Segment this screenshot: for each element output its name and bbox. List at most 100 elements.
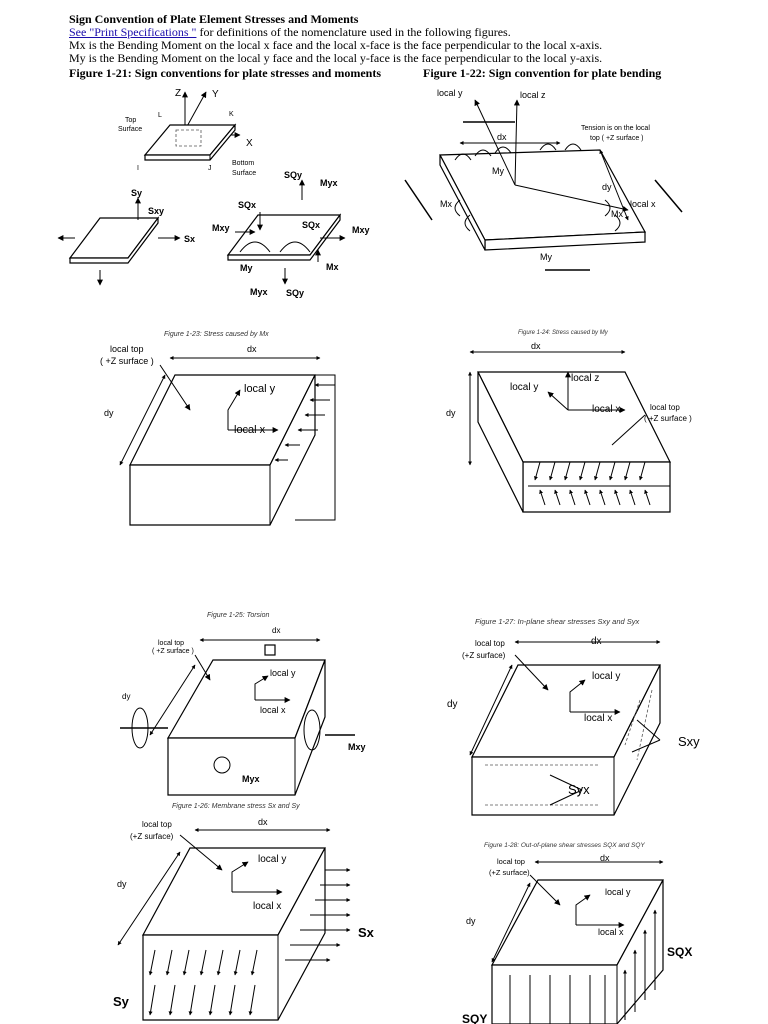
figure-22-title: Figure 1-22: Sign convention for plate b… [423, 66, 662, 80]
fig24-local-top-2: ( +Z surface ) [644, 414, 692, 423]
fig28-local-top-2: (+Z surface) [489, 868, 530, 877]
fig24-local-x-label: local x [592, 404, 620, 415]
fig28-sqx-arrows [623, 909, 657, 1020]
fig21-sqy-label: SQy [284, 170, 302, 180]
fig22-tension-1: Tension is on the local [581, 125, 650, 132]
fig27-local-y-label: local y [592, 671, 620, 682]
page-title: Sign Convention of Plate Element Stresse… [69, 12, 359, 26]
fig21-j-label: J [208, 165, 212, 172]
fig21-z-label: Z [175, 88, 181, 99]
fig23-local-top-2: ( +Z surface ) [100, 356, 154, 366]
fig23-local-y-label: local y [244, 383, 276, 395]
fig21-k-label: K [229, 111, 234, 118]
fig27-dx-label: dx [591, 636, 602, 647]
fig21-myx-label: Myx [320, 178, 338, 188]
fig26-sx-label: Sx [358, 925, 375, 940]
figure-27-diagram: Figure 1-27: In-plane shear stresses Sxy… [447, 617, 700, 816]
fig26-dx-label: dx [258, 817, 268, 827]
figure-27-caption: Figure 1-27: In-plane shear stresses Sxy… [475, 617, 639, 626]
fig25-local-top-2: ( +Z surface ) [152, 648, 194, 655]
figure-25-caption: Figure 1-25: Torsion [207, 612, 269, 619]
figure-21-title: Figure 1-21: Sign conventions for plate … [69, 66, 381, 80]
figure-26-caption: Figure 1-26: Membrane stress Sx and Sy [172, 803, 300, 810]
fig28-dy-label: dy [466, 916, 476, 926]
fig28-sqx-label: SQX [667, 945, 692, 959]
intro-line: See "Print Specifications " for definiti… [69, 26, 511, 39]
fig26-local-x-label: local x [253, 901, 281, 912]
fig26-local-top-1: local top [142, 820, 172, 829]
fig21-y-label: Y [212, 89, 219, 100]
fig21-bottom-label-2: Surface [232, 170, 256, 177]
fig21-my-label: My [240, 263, 253, 273]
my-definition: My is the Bending Moment on the local y … [69, 51, 603, 65]
fig25-mxy-label: Mxy [348, 742, 366, 752]
fig25-dx-label: dx [272, 626, 280, 635]
fig21-i-label: I [137, 165, 139, 172]
figure-23-caption: Figure 1-23: Stress caused by Mx [164, 331, 269, 338]
fig22-mx-right-label: Mx [611, 209, 623, 219]
fig23-dy-label: dy [104, 408, 114, 418]
fig21-mxy2-label: Mxy [352, 225, 370, 235]
print-specifications-link[interactable]: See "Print Specifications " [69, 25, 197, 39]
fig24-local-top-1: local top [650, 403, 680, 412]
fig28-local-y-label: local y [605, 887, 631, 897]
fig26-sy-arrows [148, 949, 258, 1016]
figure-21-diagram: Z Y X L K I J Top Surface Bottom Surface… [57, 88, 370, 298]
fig26-local-y-label: local y [258, 854, 286, 865]
fig21-mxy-label: Mxy [212, 223, 230, 233]
fig25-dy-label: dy [122, 692, 130, 701]
fig22-mx-left-label: Mx [440, 199, 452, 209]
fig27-local-top-1: local top [475, 639, 505, 648]
fig21-myx2-label: Myx [250, 287, 268, 297]
fig22-dx-label: dx [497, 132, 507, 142]
fig26-dy-label: dy [117, 879, 127, 889]
fig26-sx-arrows [285, 868, 351, 962]
figure-24-caption: Figure 1-24: Stress caused by My [518, 330, 609, 336]
fig22-local-z-label: local z [520, 90, 546, 100]
fig21-top-label-2: Surface [118, 126, 142, 133]
fig24-local-z-label: local z [571, 373, 599, 384]
fig23-local-top-1: local top [110, 344, 144, 354]
fig25-local-y-label: local y [270, 668, 296, 678]
fig21-top-label-1: Top [125, 117, 136, 124]
figure-23-diagram: Figure 1-23: Stress caused by Mx local t… [100, 331, 336, 526]
figure-26-diagram: Figure 1-26: Membrane stress Sx and Sy [113, 803, 375, 1021]
fig27-syx-label: Syx [568, 782, 590, 797]
fig22-tension-2: top ( +Z surface ) [590, 135, 644, 142]
fig26-local-top-2: (+Z surface) [130, 832, 174, 841]
fig22-local-y-label: local y [437, 88, 463, 98]
fig21-sqx-label: SQx [238, 200, 256, 210]
fig25-myx-label: Myx [242, 774, 260, 784]
fig27-local-x-label: local x [584, 713, 612, 724]
fig28-sqy-label: SQY [462, 1012, 487, 1024]
fig21-sqx2-label: SQx [302, 220, 320, 230]
intro-suffix: for definitions of the nomenclature used… [196, 25, 511, 39]
figure-28-caption: Figure 1-28: Out-of-plane shear stresses… [484, 842, 645, 849]
fig21-sxy-label: Sxy [148, 206, 164, 216]
fig21-sqy2-label: SQy [286, 288, 304, 298]
fig21-bottom-label-1: Bottom [232, 160, 254, 167]
fig22-my-top-label: My [492, 166, 504, 176]
mx-definition: Mx is the Bending Moment on the local x … [69, 38, 603, 52]
fig27-dy-label: dy [447, 699, 458, 710]
fig25-local-top-1: local top [158, 640, 184, 647]
fig22-local-x-label: local x [630, 199, 656, 209]
fig24-dy-label: dy [446, 408, 456, 418]
fig22-my-bottom-label: My [540, 252, 552, 262]
fig25-local-x-label: local x [260, 705, 286, 715]
fig21-l-label: L [158, 112, 162, 119]
fig21-mx-label: Mx [326, 262, 339, 272]
fig23-local-x-label: local x [234, 424, 266, 436]
fig24-dx-label: dx [531, 341, 541, 351]
figure-28-diagram: Figure 1-28: Out-of-plane shear stresses… [462, 842, 692, 1024]
fig22-dy-label: dy [602, 182, 612, 192]
fig23-dx-label: dx [247, 344, 257, 354]
figure-24-diagram: Figure 1-24: Stress caused by My [446, 330, 692, 513]
fig27-sxy-label: Sxy [678, 734, 700, 749]
figure-25-diagram: Figure 1-25: Torsion local top ( +Z surf… [120, 612, 366, 796]
fig21-x-label: X [246, 138, 253, 149]
fig24-local-y-label: local y [510, 382, 538, 393]
fig26-sy-label: Sy [113, 994, 130, 1009]
figure-22-diagram: local y local z dx Tension is on the loc… [404, 88, 683, 271]
